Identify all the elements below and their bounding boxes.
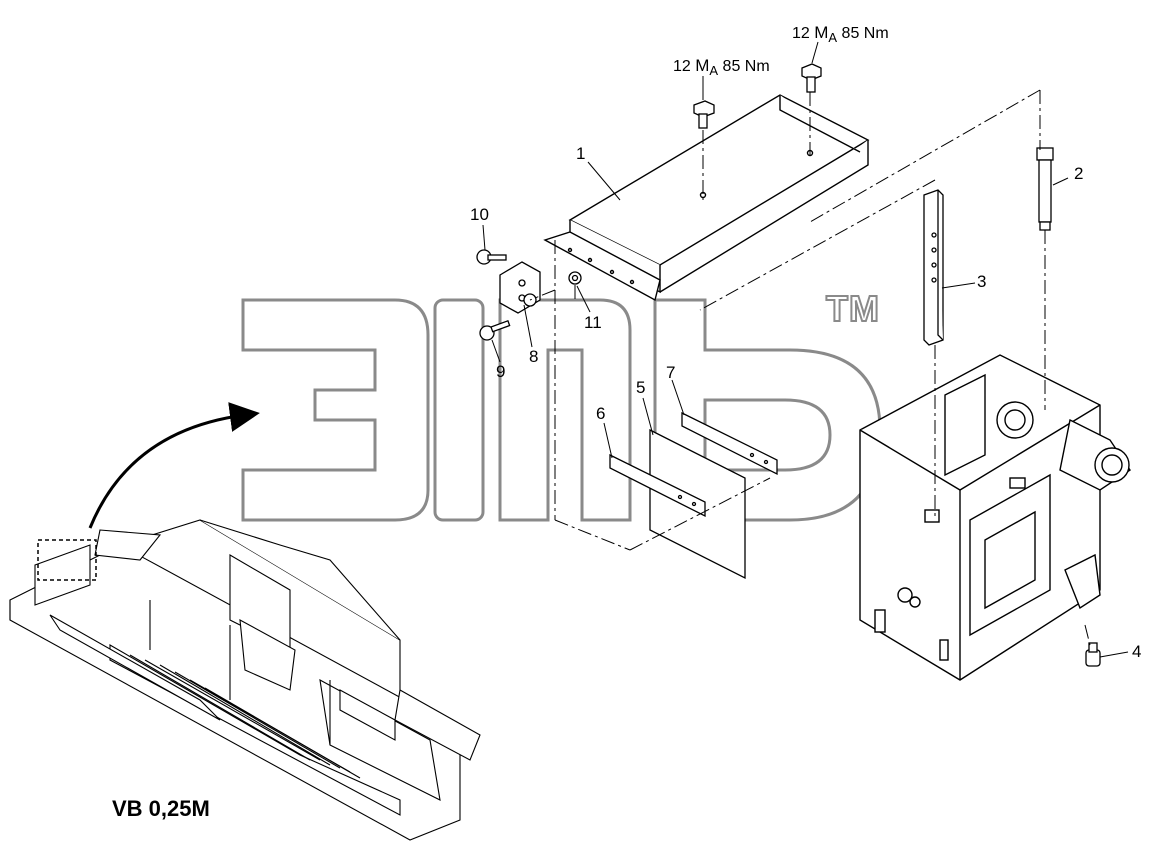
watermark-logo xyxy=(241,298,882,522)
callout-10: 10 xyxy=(470,205,489,224)
callout-9: 9 xyxy=(496,362,506,381)
mounting-block xyxy=(859,354,1131,681)
callout-3: 3 xyxy=(977,272,987,291)
callout-7: 7 xyxy=(666,363,676,382)
torque-label-left: 12 MA 85 Nm xyxy=(673,56,770,78)
torque-label-subscript: A xyxy=(828,30,838,45)
square-bar xyxy=(923,189,944,346)
hinge-bracket xyxy=(499,261,541,314)
callout-4: 4 xyxy=(1132,642,1142,661)
screw-9 xyxy=(479,320,511,341)
screw-10 xyxy=(476,249,507,265)
strip-7 xyxy=(681,411,778,476)
nut-11 xyxy=(568,271,582,285)
torque-label-symbol: M xyxy=(814,23,829,42)
bolt-12-left xyxy=(693,100,715,129)
callout-8: 8 xyxy=(529,347,539,366)
cover-plate xyxy=(543,94,870,302)
torque-label-number: 12 xyxy=(673,58,691,75)
machine-overview xyxy=(9,519,481,841)
torque-label-value: 85 Nm xyxy=(841,25,889,42)
model-label: VB 0,25M xyxy=(112,796,210,821)
watermark-trademark: TM xyxy=(825,287,880,330)
detail-arrow xyxy=(88,402,260,529)
torque-label-symbol: M xyxy=(695,56,710,75)
callout-1: 1 xyxy=(576,144,586,163)
callout-6: 6 xyxy=(596,404,606,423)
callout-11: 11 xyxy=(584,313,602,332)
torque-label-value: 85 Nm xyxy=(722,58,770,75)
assembly-lines xyxy=(529,89,1091,646)
screw-4 xyxy=(1085,642,1101,667)
detail-location-box xyxy=(37,539,97,581)
bolt-12-right xyxy=(801,63,822,93)
torque-label-subscript: A xyxy=(709,63,719,78)
torque-label-number: 12 xyxy=(792,25,810,42)
callout-5: 5 xyxy=(636,378,646,397)
strip-6 xyxy=(609,453,706,518)
spacer-bolt xyxy=(1036,147,1054,231)
leader-lines xyxy=(482,41,1129,658)
torque-label-right: 12 MA 85 Nm xyxy=(792,23,889,45)
callout-2: 2 xyxy=(1074,164,1084,183)
